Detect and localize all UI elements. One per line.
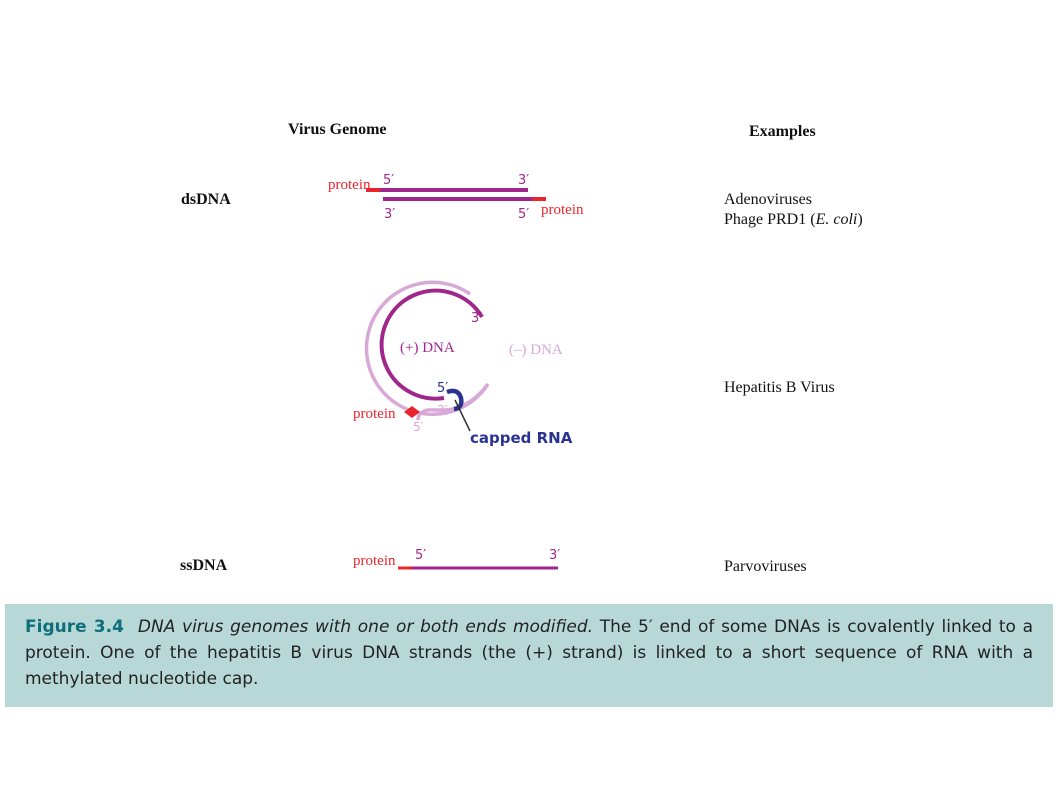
dsdna-protein-right-label: protein [541,202,584,218]
dsdna-label: dsDNA [181,191,231,208]
hepb-minus-five-prime: 5′ [413,420,424,434]
example-adenoviruses: Adenoviruses [724,191,812,208]
examples-header: Examples [749,123,816,140]
figure-number: Figure 3.4 [25,617,124,637]
hepb-protein-label: protein [353,406,396,422]
ssdna-three-prime: 3′ [549,548,560,563]
dsdna-bottom-three-prime: 3′ [384,207,395,222]
figure-title: DNA virus genomes with one or both ends … [137,617,594,637]
hepb-rna-five-prime: 5′ [437,381,448,396]
ssdna-protein-label: protein [353,553,396,569]
example-hepatitis-b: Hepatitis B Virus [724,379,835,396]
dsdna-top-three-prime: 3′ [518,173,529,188]
figure-caption: Figure 3.4 DNA virus genomes with one or … [5,604,1053,707]
genome-diagram: protein 5′ 3′ 3′ 5′ protein protein 3′ (… [328,173,584,570]
plus-dna-label: (+) DNA [400,340,455,356]
minus-dna-label: (–) DNA [509,342,563,358]
figure-caption-text: The 5′ end of some DNAs is covalently li… [25,617,1034,689]
capped-rna-segment [446,388,464,412]
capped-rna-label: capped RNA [470,429,573,447]
example-phage-prd1: Phage PRD1 (E. coli) [724,211,863,228]
ssdna-label: ssDNA [180,557,228,574]
virus-genome-header: Virus Genome [288,121,387,138]
hepb-three-prime-top: 3′ [471,311,482,326]
ssdna-five-prime: 5′ [415,548,426,563]
hepb-minus-three-prime: 3′ [437,403,448,417]
dsdna-protein-left-label: protein [328,177,371,193]
hepb-diagram: protein 3′ (+) DNA (–) DNA 5′ 3′ 5′ capp… [353,280,573,447]
dsdna-diagram: protein 5′ 3′ 3′ 5′ protein [328,173,584,222]
hepb-protein-diamond [404,406,420,418]
example-parvoviruses: Parvoviruses [724,558,807,575]
capped-rna-pointer [454,399,471,432]
dsdna-bottom-five-prime: 5′ [518,207,529,222]
ssdna-diagram: protein 5′ 3′ [353,548,560,570]
plus-strand [379,288,484,401]
dsdna-top-five-prime: 5′ [383,173,394,188]
